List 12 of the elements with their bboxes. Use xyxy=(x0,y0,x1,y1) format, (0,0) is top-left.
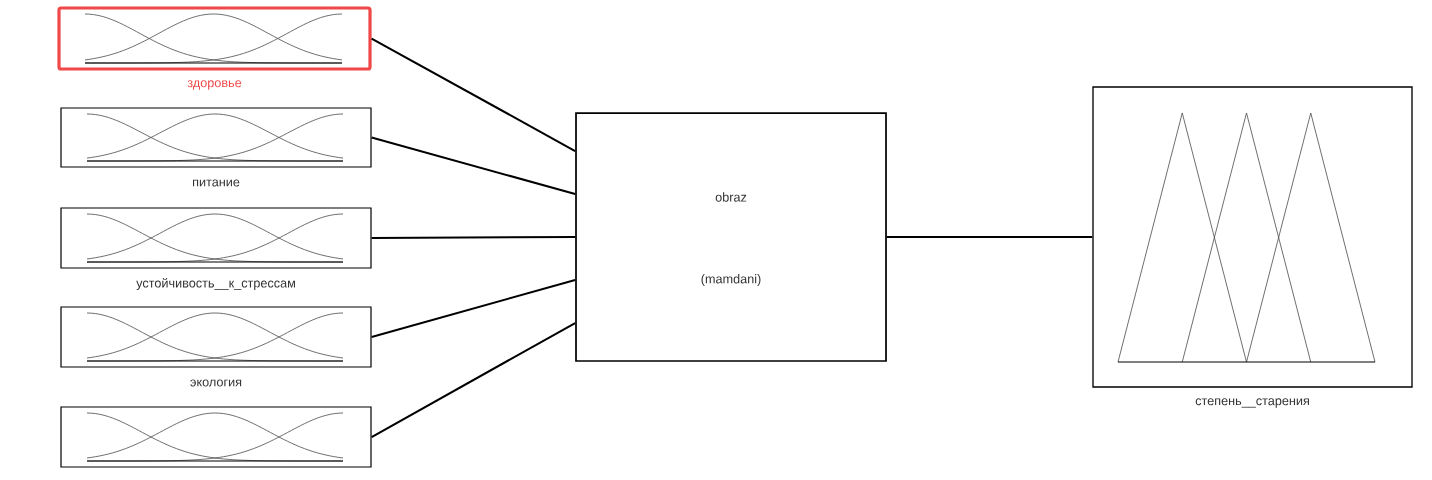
system-box: obraz (mamdani) xyxy=(575,112,887,362)
connector xyxy=(370,279,577,338)
connector xyxy=(370,37,577,152)
variable-label: степень__старения xyxy=(1195,398,1309,408)
variable-label: питание xyxy=(193,179,240,187)
variable-label: здоровье xyxy=(187,80,242,90)
connector xyxy=(885,236,1094,238)
variable-label: экология xyxy=(190,379,242,387)
connector xyxy=(370,236,577,239)
variable-label: устойчивость__к_стрессам xyxy=(136,278,295,291)
connector xyxy=(370,322,577,438)
connector xyxy=(370,136,577,195)
